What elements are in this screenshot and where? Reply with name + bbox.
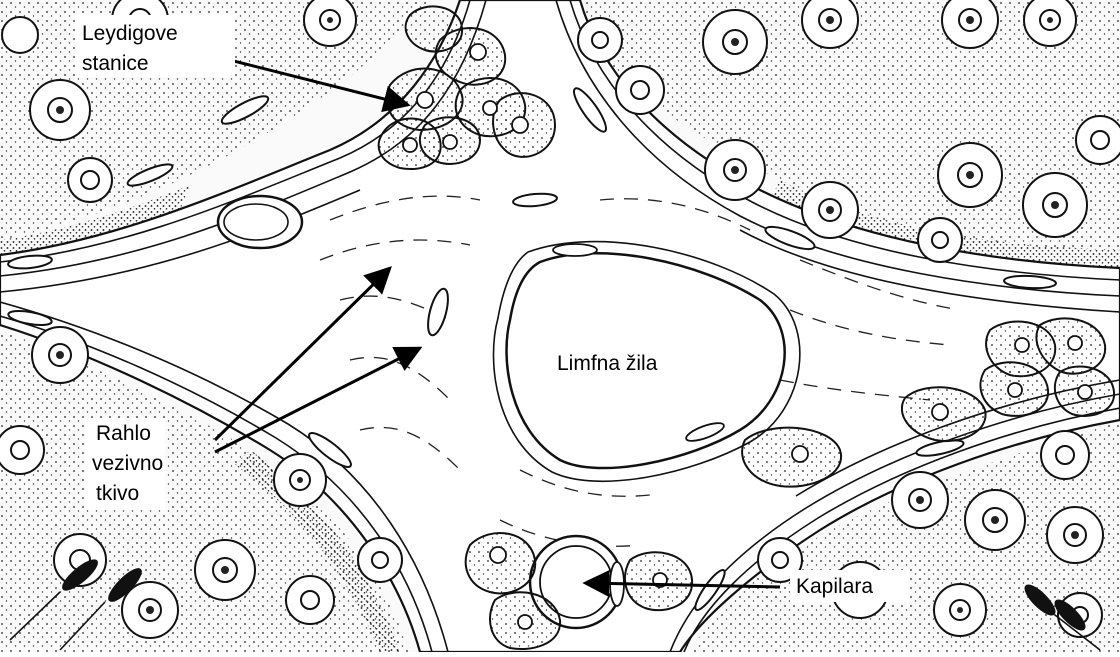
small-vessel [218, 196, 302, 248]
label-leydig-line1: Leydigove [82, 22, 178, 45]
label-capillary: Kapilara [796, 575, 873, 598]
label-connective-line2: vezivno [92, 452, 163, 475]
label-leydig-line2: stanice [82, 52, 149, 75]
label-connective-line3: tkivo [96, 482, 139, 505]
label-lymph-vessel: Limfna žila [557, 352, 658, 375]
label-connective-line1: Rahlo [96, 422, 151, 445]
